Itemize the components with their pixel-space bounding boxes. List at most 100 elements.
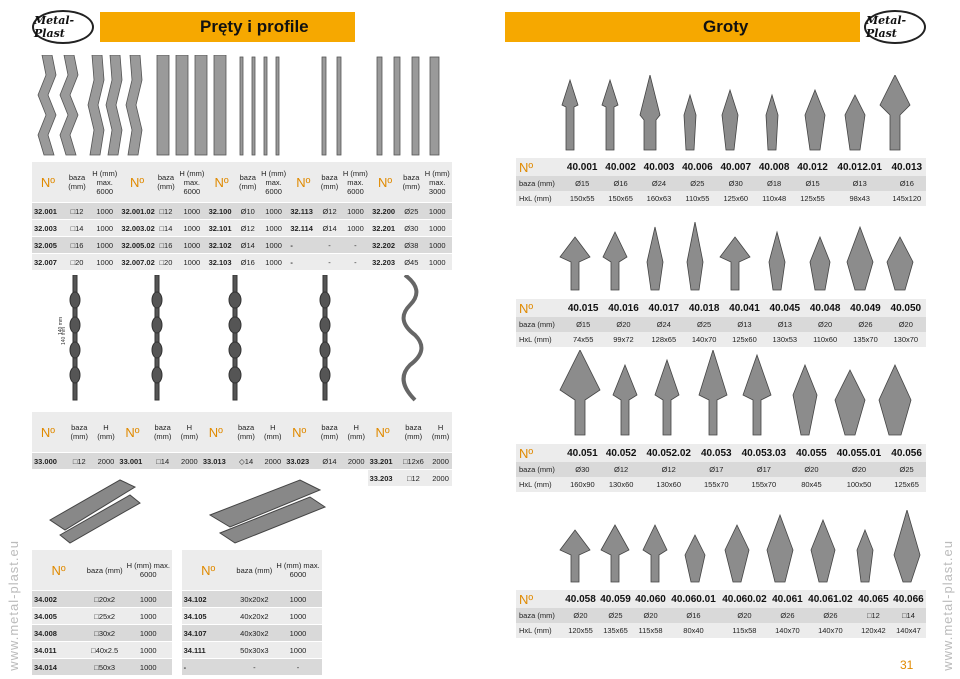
baza-value: □30x2 <box>85 624 125 642</box>
baza-value: Ø30 <box>575 465 590 474</box>
product-code: 32.001.02 <box>119 202 155 220</box>
baza-value: Ø14 <box>314 452 345 470</box>
baza-value: - <box>318 253 341 271</box>
baza-value: Ø25 <box>697 320 712 329</box>
product-code: 32.007 <box>32 253 64 271</box>
hxl-value: 130x60 <box>608 480 634 489</box>
h-value: 1000 <box>340 202 371 220</box>
hxl-value: 120x55 <box>568 626 593 635</box>
hxl-value: 155x70 <box>703 480 729 489</box>
hxl-value: 140x70 <box>775 626 800 635</box>
product-code: 33.000 <box>32 452 64 470</box>
profiles-table: Nº baza (mm) H (mm) max. 6000 Nº baza (m… <box>32 550 322 676</box>
hxl-value: 128x65 <box>651 335 677 344</box>
product-code: 40.008 <box>758 161 790 173</box>
product-code: 32.103 <box>206 253 237 271</box>
col-header-h: H (mm) max. 6000 <box>258 162 289 203</box>
row-label-baza: baza (mm) <box>519 611 555 620</box>
row-label-hxl: HxL (mm) <box>519 480 552 489</box>
col-header-h: H (mm) max. 6000 <box>340 162 371 203</box>
product-code: 32.005.02 <box>119 236 155 254</box>
hxl-value: 150x65 <box>608 194 633 203</box>
baza-value: □16 <box>154 236 178 254</box>
finials-row2-image <box>559 222 914 291</box>
col-header-no: Nº <box>32 412 64 453</box>
baza-value: Ø12 <box>236 219 259 237</box>
baza-value: Ø12 <box>661 465 676 474</box>
product-code: 40.053.03 <box>741 447 787 459</box>
product-code: 32.102 <box>206 236 237 254</box>
h-value: 1000 <box>258 236 289 254</box>
product-code: 32.114 <box>288 219 319 237</box>
h-value: 1000 <box>340 219 371 237</box>
product-code: 40.016 <box>608 302 639 314</box>
finials-row1-image <box>561 75 911 151</box>
baza-value: Ø17 <box>709 465 724 474</box>
product-code: 40.050 <box>890 302 922 314</box>
col-header-no: Nº <box>284 412 315 453</box>
product-code: 32.100 <box>206 202 237 220</box>
h-value: 1000 <box>177 219 207 237</box>
product-code: 40.003 <box>643 161 675 173</box>
baza-value: Ø16 <box>236 253 259 271</box>
product-code: 40.059 <box>600 593 631 605</box>
col-header-h: H (mm) max. 6000 <box>273 550 322 591</box>
baza-value: Ø15 <box>575 179 590 188</box>
product-code: 40.012 <box>797 161 828 173</box>
hxl-value: 100x50 <box>846 480 872 489</box>
baza-value: 40x20x2 <box>234 607 274 625</box>
baza-value: Ø20 <box>737 611 752 620</box>
row-label-hxl: HxL (mm) <box>519 194 552 203</box>
baza-value: Ø30 <box>400 219 423 237</box>
hxl-value: 160x63 <box>646 194 672 203</box>
h-value: 1000 <box>124 590 173 608</box>
h-value: 1000 <box>258 219 289 237</box>
baza-value: □20 <box>64 253 90 271</box>
baza-value: Ø15 <box>576 320 591 329</box>
baza-value: Ø18 <box>767 179 782 188</box>
h-value: 1000 <box>90 219 120 237</box>
row-label-baza: baza (mm) <box>519 320 555 329</box>
product-code: 34.008 <box>32 624 86 642</box>
product-code: 40.058 <box>565 593 596 605</box>
h-value: - <box>340 236 371 254</box>
h-value: 1000 <box>124 658 173 676</box>
baza-value: 50x30x3 <box>234 641 274 659</box>
baza-value: Ø26 <box>823 611 838 620</box>
row-label-baza: baza (mm) <box>519 179 555 188</box>
hxl-value: 99x72 <box>613 335 634 344</box>
product-code: 40.053 <box>700 447 732 459</box>
col-header-baza: baza (mm) <box>154 162 178 203</box>
right-side-url: www.metal-plast.eu <box>940 540 955 671</box>
col-header-baza: baza (mm) <box>85 550 125 591</box>
baza-value: Ø20 <box>804 465 819 474</box>
hxl-value: 135x65 <box>603 626 628 635</box>
product-code: 40.006 <box>682 161 713 173</box>
hxl-value: 160x90 <box>570 480 595 489</box>
h-value: 1000 <box>90 253 120 271</box>
h-value: 1000 <box>273 641 322 659</box>
h-value: 1000 <box>422 219 452 237</box>
baza-value: Ø13 <box>852 179 867 188</box>
baza-value: - <box>318 236 341 254</box>
h-value: 1000 <box>90 202 120 220</box>
baza-value: □12 <box>154 202 178 220</box>
knuckle-bars-table: Nº baza (mm) H (mm) Nº baza (mm) H (mm) … <box>32 412 452 487</box>
h-value: 1000 <box>177 202 207 220</box>
col-header-h: H (mm) max. 6000 <box>124 550 173 591</box>
h-value: 1000 <box>177 253 207 271</box>
product-code: 33.201 <box>367 452 398 470</box>
baza-value: Ø26 <box>858 320 873 329</box>
product-code: 34.005 <box>32 607 86 625</box>
baza-value: Ø25 <box>690 179 705 188</box>
